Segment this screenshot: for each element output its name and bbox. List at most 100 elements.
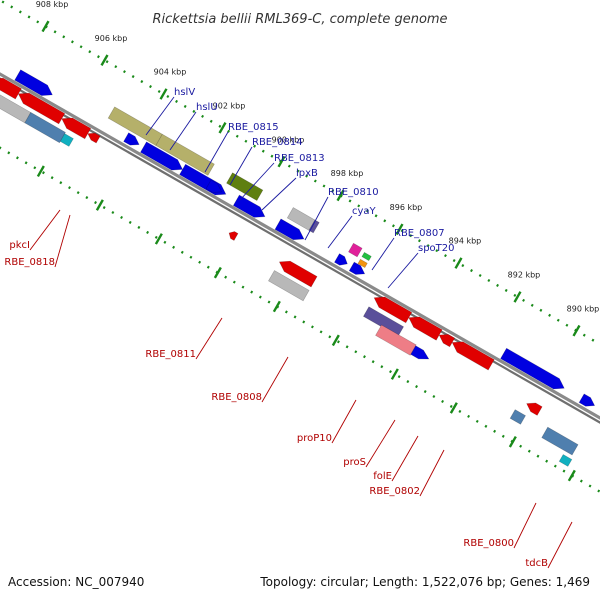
map-title: Rickettsia bellii RML369-C, complete gen… [152,12,447,27]
gene-block-green [361,251,372,262]
gene-block-magenta [348,242,363,258]
inner-tick [567,469,576,482]
label-leader-line [229,146,253,186]
gene-label: proP10 [297,433,332,444]
gene-arrow-reverse [17,92,66,125]
gene-arrow-forward [232,194,266,218]
gene-arrow-forward [410,345,430,360]
gene-label: RBE_0815 [228,122,279,133]
inner-tick [154,233,163,245]
gene-block-dark-olive [226,172,264,201]
label-leader-line [261,177,297,211]
major-tick [218,122,227,134]
label-leader-line [513,502,537,549]
backbone-line [0,77,600,424]
label-leader-line [419,449,445,497]
gene-arrow-reverse [278,260,318,288]
gene-block-cyan [558,454,573,467]
label-leader-line [371,237,395,271]
gene-block-pink [375,324,417,356]
label-leader-line [54,214,71,268]
gene-arrow-reverse [438,334,456,348]
gene-block-orange [357,258,368,269]
gene-block-purple [308,219,320,234]
gene-block-steel [541,426,579,456]
gene-arrow-forward [274,218,305,241]
label-leader-line [391,435,419,482]
gene-arrow-reverse [61,117,92,140]
gene-arrow-reverse [0,77,22,100]
gene-arrow-forward [500,347,565,390]
gene-labels: hslVhslURBE_0815RBE_0814RBE_0813lpxBRBE_… [4,87,548,569]
tick-dot-rails [0,0,600,494]
topology-text: Topology: circular; Length: 1,522,076 bp… [259,575,590,589]
major-tick [572,324,581,337]
tick-label: 904 kbp [154,68,187,77]
gene-arrow-reverse [228,231,239,241]
inner-tick [390,368,399,380]
major-tick [159,88,168,100]
major-tick [454,257,463,269]
gene-label: RBE_0808 [211,392,262,403]
tick-label: 894 kbp [449,237,482,246]
gene-label: RBE_0807 [394,228,445,239]
gene-label: RBE_0811 [145,349,196,360]
label-leader-line [29,209,61,251]
label-leader-line [239,162,275,201]
label-leader-line [365,419,396,468]
inner-tick [331,334,340,347]
gene-label: RBE_0800 [463,538,514,549]
label-leader-line [261,356,289,403]
gene-label: RBE_0818 [4,257,55,268]
label-leader-line [331,399,357,444]
gene-label: folE [373,471,392,482]
tick-label: 890 kbp [567,304,600,313]
gene-label: proS [343,457,366,468]
gene-label: RBE_0802 [369,486,420,497]
label-leader-line [327,215,353,249]
label-leader-line [547,521,573,569]
tick-label: 898 kbp [331,169,364,178]
gene-block-cyan [59,133,74,147]
gene-label: RBE_0810 [328,187,379,198]
gene-label: lpxB [296,168,318,179]
label-lines [29,96,573,569]
gene-arrow-reverse [87,132,101,144]
gene-label: RBE_0814 [252,137,303,148]
gene-label: spoT20 [418,243,455,254]
gene-arrow-forward [334,253,348,266]
major-tick [336,189,345,202]
label-leader-line [204,131,229,173]
label-leader-line [195,317,223,360]
gene-arrow-forward [348,261,366,275]
genome-backbone [0,72,600,424]
gene-label: RBE_0813 [274,153,325,164]
inner-tick [449,402,458,414]
major-tick [277,155,286,168]
gene-arrow-reverse [408,316,443,341]
gene-features [0,69,596,467]
tick-label: 892 kbp [508,271,541,280]
gene-arrow-forward [205,179,223,193]
gene-arrow-reverse [526,402,543,416]
accession-text: Accession: NC_007940 [8,575,144,589]
gene-arrow-forward [578,393,596,407]
major-tick [41,20,50,33]
inner-tick [36,165,45,178]
gene-arrow-reverse [451,341,495,371]
inner-tick [272,300,281,313]
gene-label: pkcI [9,240,30,251]
gene-label: hslV [174,87,195,98]
gene-block-steel [509,409,526,425]
gene-block-grey [268,270,310,302]
tick-label: 906 kbp [95,34,128,43]
backbone-line [0,72,600,420]
inner-tick [95,199,104,211]
tick-label: 900 kbp [272,135,305,144]
major-tick [100,54,109,66]
gene-arrow-forward [14,69,53,96]
dot-rail-inner [0,146,600,494]
